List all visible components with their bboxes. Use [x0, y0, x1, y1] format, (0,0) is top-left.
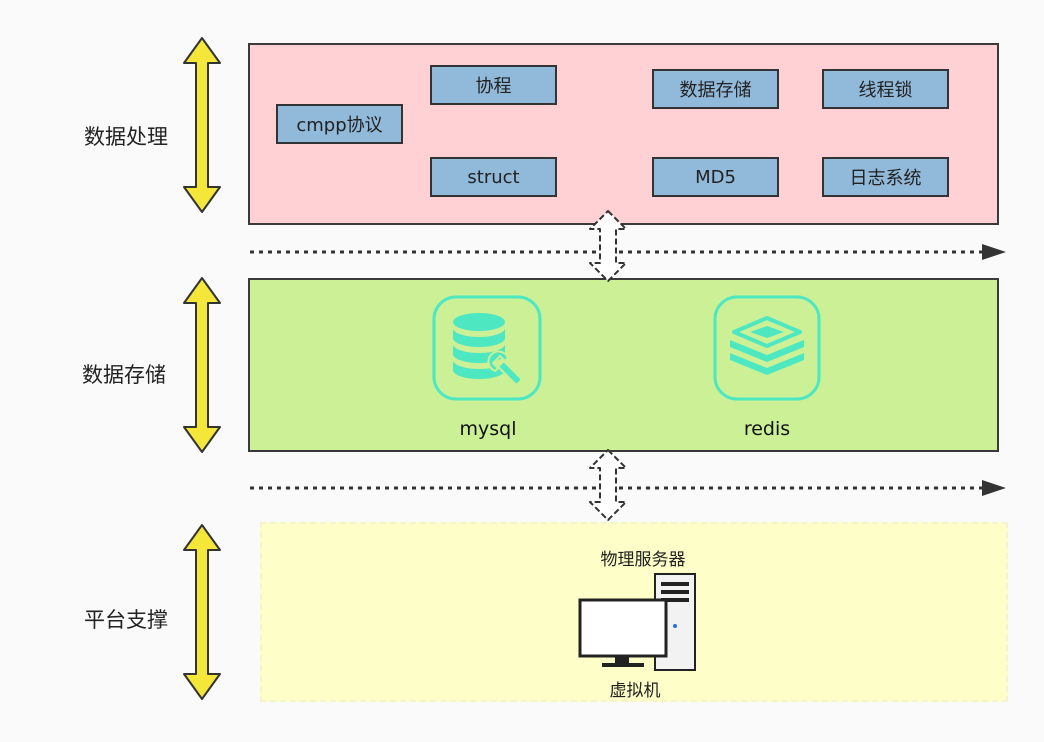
redis-stack-icon [713, 295, 821, 401]
platform-layer-arrow-icon [183, 524, 221, 700]
mysql-database-icon [432, 295, 542, 401]
storage-layer-arrow-icon [183, 277, 221, 453]
module-cmpp: cmpp协议 [276, 104, 403, 144]
server-computer-icon [578, 573, 696, 671]
storage-panel [248, 278, 999, 452]
processing-flow-arrow-icon [250, 244, 1006, 260]
module-data-storage: 数据存储 [652, 69, 779, 109]
processing-storage-link-arrow-icon [589, 210, 627, 282]
module-struct: struct [430, 157, 557, 197]
physical-server-label: 物理服务器 [600, 550, 686, 570]
platform-layer-label: 平台支撑 [84, 608, 168, 632]
storage-flow-arrow-icon [250, 480, 1006, 496]
module-logging: 日志系统 [822, 157, 949, 197]
processing-layer-label: 数据处理 [84, 125, 168, 149]
virtual-machine-label: 虚拟机 [609, 681, 661, 701]
module-coroutine: 协程 [430, 65, 557, 105]
storage-layer-label: 数据存储 [82, 363, 166, 387]
storage-platform-link-arrow-icon [589, 449, 627, 521]
redis-label: redis [743, 418, 791, 440]
module-thread-lock: 线程锁 [822, 69, 949, 109]
module-md5: MD5 [652, 157, 779, 197]
processing-layer-arrow-icon [183, 37, 221, 213]
mysql-label: mysql [459, 418, 517, 440]
